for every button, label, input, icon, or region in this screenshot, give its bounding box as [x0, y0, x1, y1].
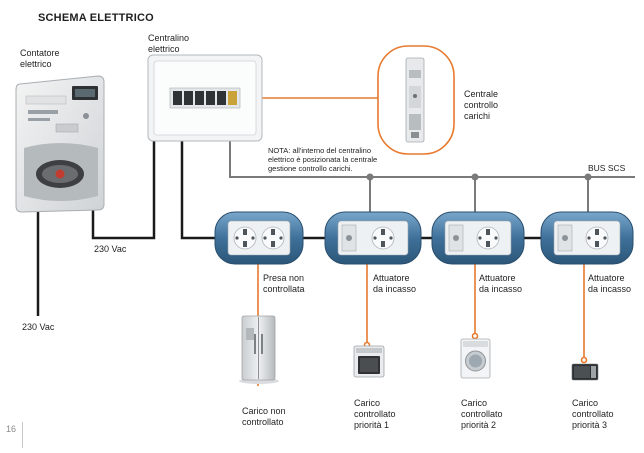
load-center-module	[377, 45, 455, 155]
bus-line	[229, 140, 635, 212]
load-label-priority-3: Carico controllato priorità 3	[572, 398, 614, 430]
device-plate-presa	[214, 211, 304, 265]
load-center-label: Centrale controllo carichi	[464, 89, 499, 121]
electricity-meter	[15, 75, 105, 213]
device-label-attuatore-3: Attuatore da incasso	[588, 273, 632, 294]
device-label-attuatore-2: Attuatore da incasso	[479, 273, 523, 294]
load-label-uncontrolled: Carico non controllato	[242, 406, 286, 427]
voltage-label-lower: 230 Vac	[22, 322, 55, 332]
page-number: 16	[6, 424, 17, 434]
refrigerator-icon	[239, 315, 279, 384]
load-label-priority-2: Carico controllato priorità 2	[461, 398, 503, 430]
panel-note: NOTA: all'interno del centralino elettri…	[268, 146, 378, 173]
load-label-priority-1: Carico controllato priorità 1	[354, 398, 396, 430]
meter-label: Contatore elettrico	[20, 48, 60, 69]
bus-label: BUS SCS	[588, 163, 626, 173]
voltage-label-upper: 230 Vac	[94, 244, 127, 254]
device-plate-attuatore-2	[431, 211, 525, 265]
washing-machine-icon	[460, 338, 491, 379]
microwave-icon	[571, 363, 599, 381]
device-plate-attuatore-1	[324, 211, 422, 265]
electrical-panel	[147, 54, 263, 142]
device-plate-attuatore-3	[540, 211, 634, 265]
oven-icon	[353, 345, 385, 378]
device-label-presa: Presa non controllata	[263, 273, 305, 294]
diagram-title: SCHEMA ELETTRICO	[38, 12, 154, 24]
page-divider	[22, 422, 23, 448]
device-label-attuatore-1: Attuatore da incasso	[373, 273, 417, 294]
panel-label: Centralino elettrico	[148, 33, 190, 54]
